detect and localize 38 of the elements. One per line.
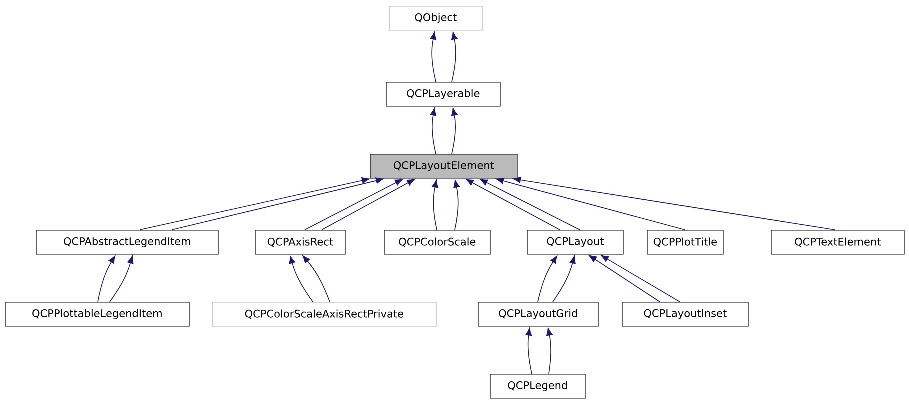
class-box: QCPAxisRect (255, 230, 346, 255)
class-box: QCPLayout (527, 230, 624, 255)
class-box: QCPTextElement (771, 230, 905, 255)
arrow (451, 108, 458, 154)
arrow (322, 179, 415, 230)
arrow (452, 32, 458, 82)
class-box: QCPLayerable (386, 82, 501, 107)
arrow (289, 256, 314, 302)
arrow (98, 256, 116, 302)
class-box: QCPPlottableLegendItem (5, 302, 190, 327)
arrow (304, 179, 403, 230)
arrow (588, 255, 660, 302)
class-box: QCPColorScaleAxisRectPrivate (212, 302, 437, 327)
arrow (110, 256, 134, 302)
arrow (454, 180, 460, 230)
class-box: QCPLegend (490, 374, 586, 399)
arrow (430, 32, 437, 82)
arrow (466, 179, 560, 230)
arrow (430, 108, 437, 154)
class-box: QCPLayoutInset (622, 302, 749, 327)
arrow (526, 328, 532, 374)
arrow (513, 176, 836, 230)
class-box: QCPLayoutElement (370, 154, 518, 179)
arrow (496, 178, 686, 230)
arrow (600, 255, 680, 302)
class-box: QObject (389, 6, 483, 31)
arrow (480, 179, 580, 230)
class-box: QCPPlotTitle (647, 230, 724, 255)
class-box: QCPColorScale (384, 230, 491, 255)
class-box: QCPAbstractLegendItem (36, 230, 219, 255)
arrow (546, 328, 553, 374)
arrow (140, 178, 370, 230)
class-box: QCPLayoutGrid (478, 302, 599, 327)
arrow (552, 256, 576, 302)
arrow (172, 178, 384, 230)
arrow (538, 256, 558, 302)
arrow (432, 180, 438, 230)
arrow (302, 256, 330, 302)
